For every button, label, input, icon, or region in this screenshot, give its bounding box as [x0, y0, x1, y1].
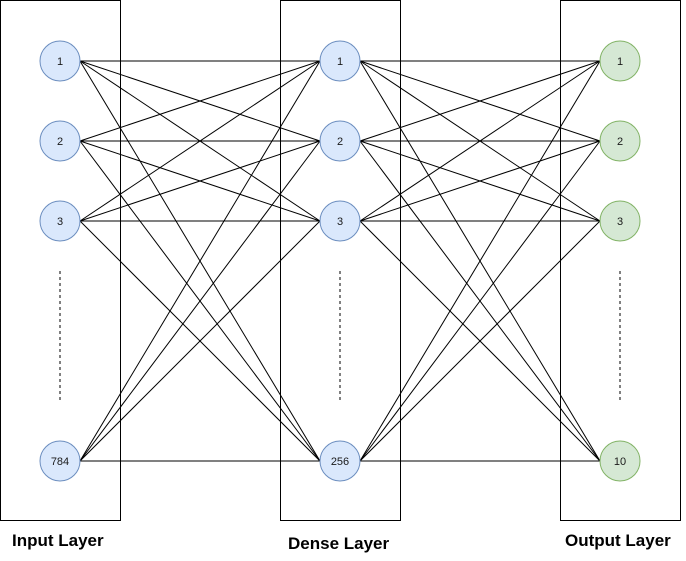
input-node-label: 784: [51, 456, 69, 468]
edge-dense-4-to-output-3: [359, 220, 601, 462]
dense-node-circle: [319, 440, 361, 482]
dense-node-2: 2: [319, 120, 361, 162]
dense-layer-title: Dense Layer: [288, 534, 389, 553]
edge-dense-4-to-output-1: [359, 60, 601, 462]
output-node-4: 10: [599, 440, 641, 482]
edge-input-4-to-dense-2: [79, 140, 321, 462]
edge-dense-3-to-output-2: [359, 140, 601, 222]
output-node-circle: [599, 200, 641, 242]
output-node-circle: [599, 120, 641, 162]
input-node-circle: [39, 120, 81, 162]
dense-node-circle: [319, 200, 361, 242]
edge-input-4-to-dense-3: [79, 220, 321, 462]
edge-input-2-to-dense-1: [79, 60, 321, 142]
dense-node-label: 2: [337, 136, 343, 148]
output-node-label: 3: [617, 216, 623, 228]
output-node-circle: [599, 40, 641, 82]
input-node-4: 784: [39, 440, 81, 482]
dense-node-1: 1: [319, 40, 361, 82]
input-layer-title: Input Layer: [12, 531, 104, 550]
output-node-label: 10: [614, 456, 626, 468]
dense-node-label: 3: [337, 216, 343, 228]
nodes-group: 1 2 3 784 1 2 3 256 1 2 3 10: [39, 40, 641, 482]
output-node-1: 1: [599, 40, 641, 82]
output-layer-title: Output Layer: [565, 531, 671, 550]
edge-dense-2-to-output-1: [359, 60, 601, 142]
dense-node-circle: [319, 40, 361, 82]
ellipsis-group: [59, 271, 621, 401]
dense-node-label: 1: [337, 56, 343, 68]
edge-dense-4-to-output-2: [359, 140, 601, 462]
edge-dense-3-to-output-1: [359, 60, 601, 222]
output-node-2: 2: [599, 120, 641, 162]
input-node-label: 2: [57, 136, 63, 148]
edge-input-3-to-dense-1: [79, 60, 321, 222]
output-node-label: 2: [617, 136, 623, 148]
edge-input-3-to-dense-2: [79, 140, 321, 222]
connections-group: [79, 60, 601, 462]
dense-node-3: 3: [319, 200, 361, 242]
input-node-circle: [39, 200, 81, 242]
dense-node-label: 256: [331, 456, 349, 468]
input-node-1: 1: [39, 40, 81, 82]
input-node-label: 3: [57, 216, 63, 228]
dense-node-circle: [319, 120, 361, 162]
input-node-2: 2: [39, 120, 81, 162]
edge-input-4-to-dense-1: [79, 60, 321, 462]
input-node-circle: [39, 440, 81, 482]
output-node-3: 3: [599, 200, 641, 242]
output-node-circle: [599, 440, 641, 482]
input-node-label: 1: [57, 56, 63, 68]
output-node-label: 1: [617, 56, 623, 68]
input-node-circle: [39, 40, 81, 82]
dense-node-4: 256: [319, 440, 361, 482]
input-layer-box: [0, 0, 121, 521]
input-node-3: 3: [39, 200, 81, 242]
